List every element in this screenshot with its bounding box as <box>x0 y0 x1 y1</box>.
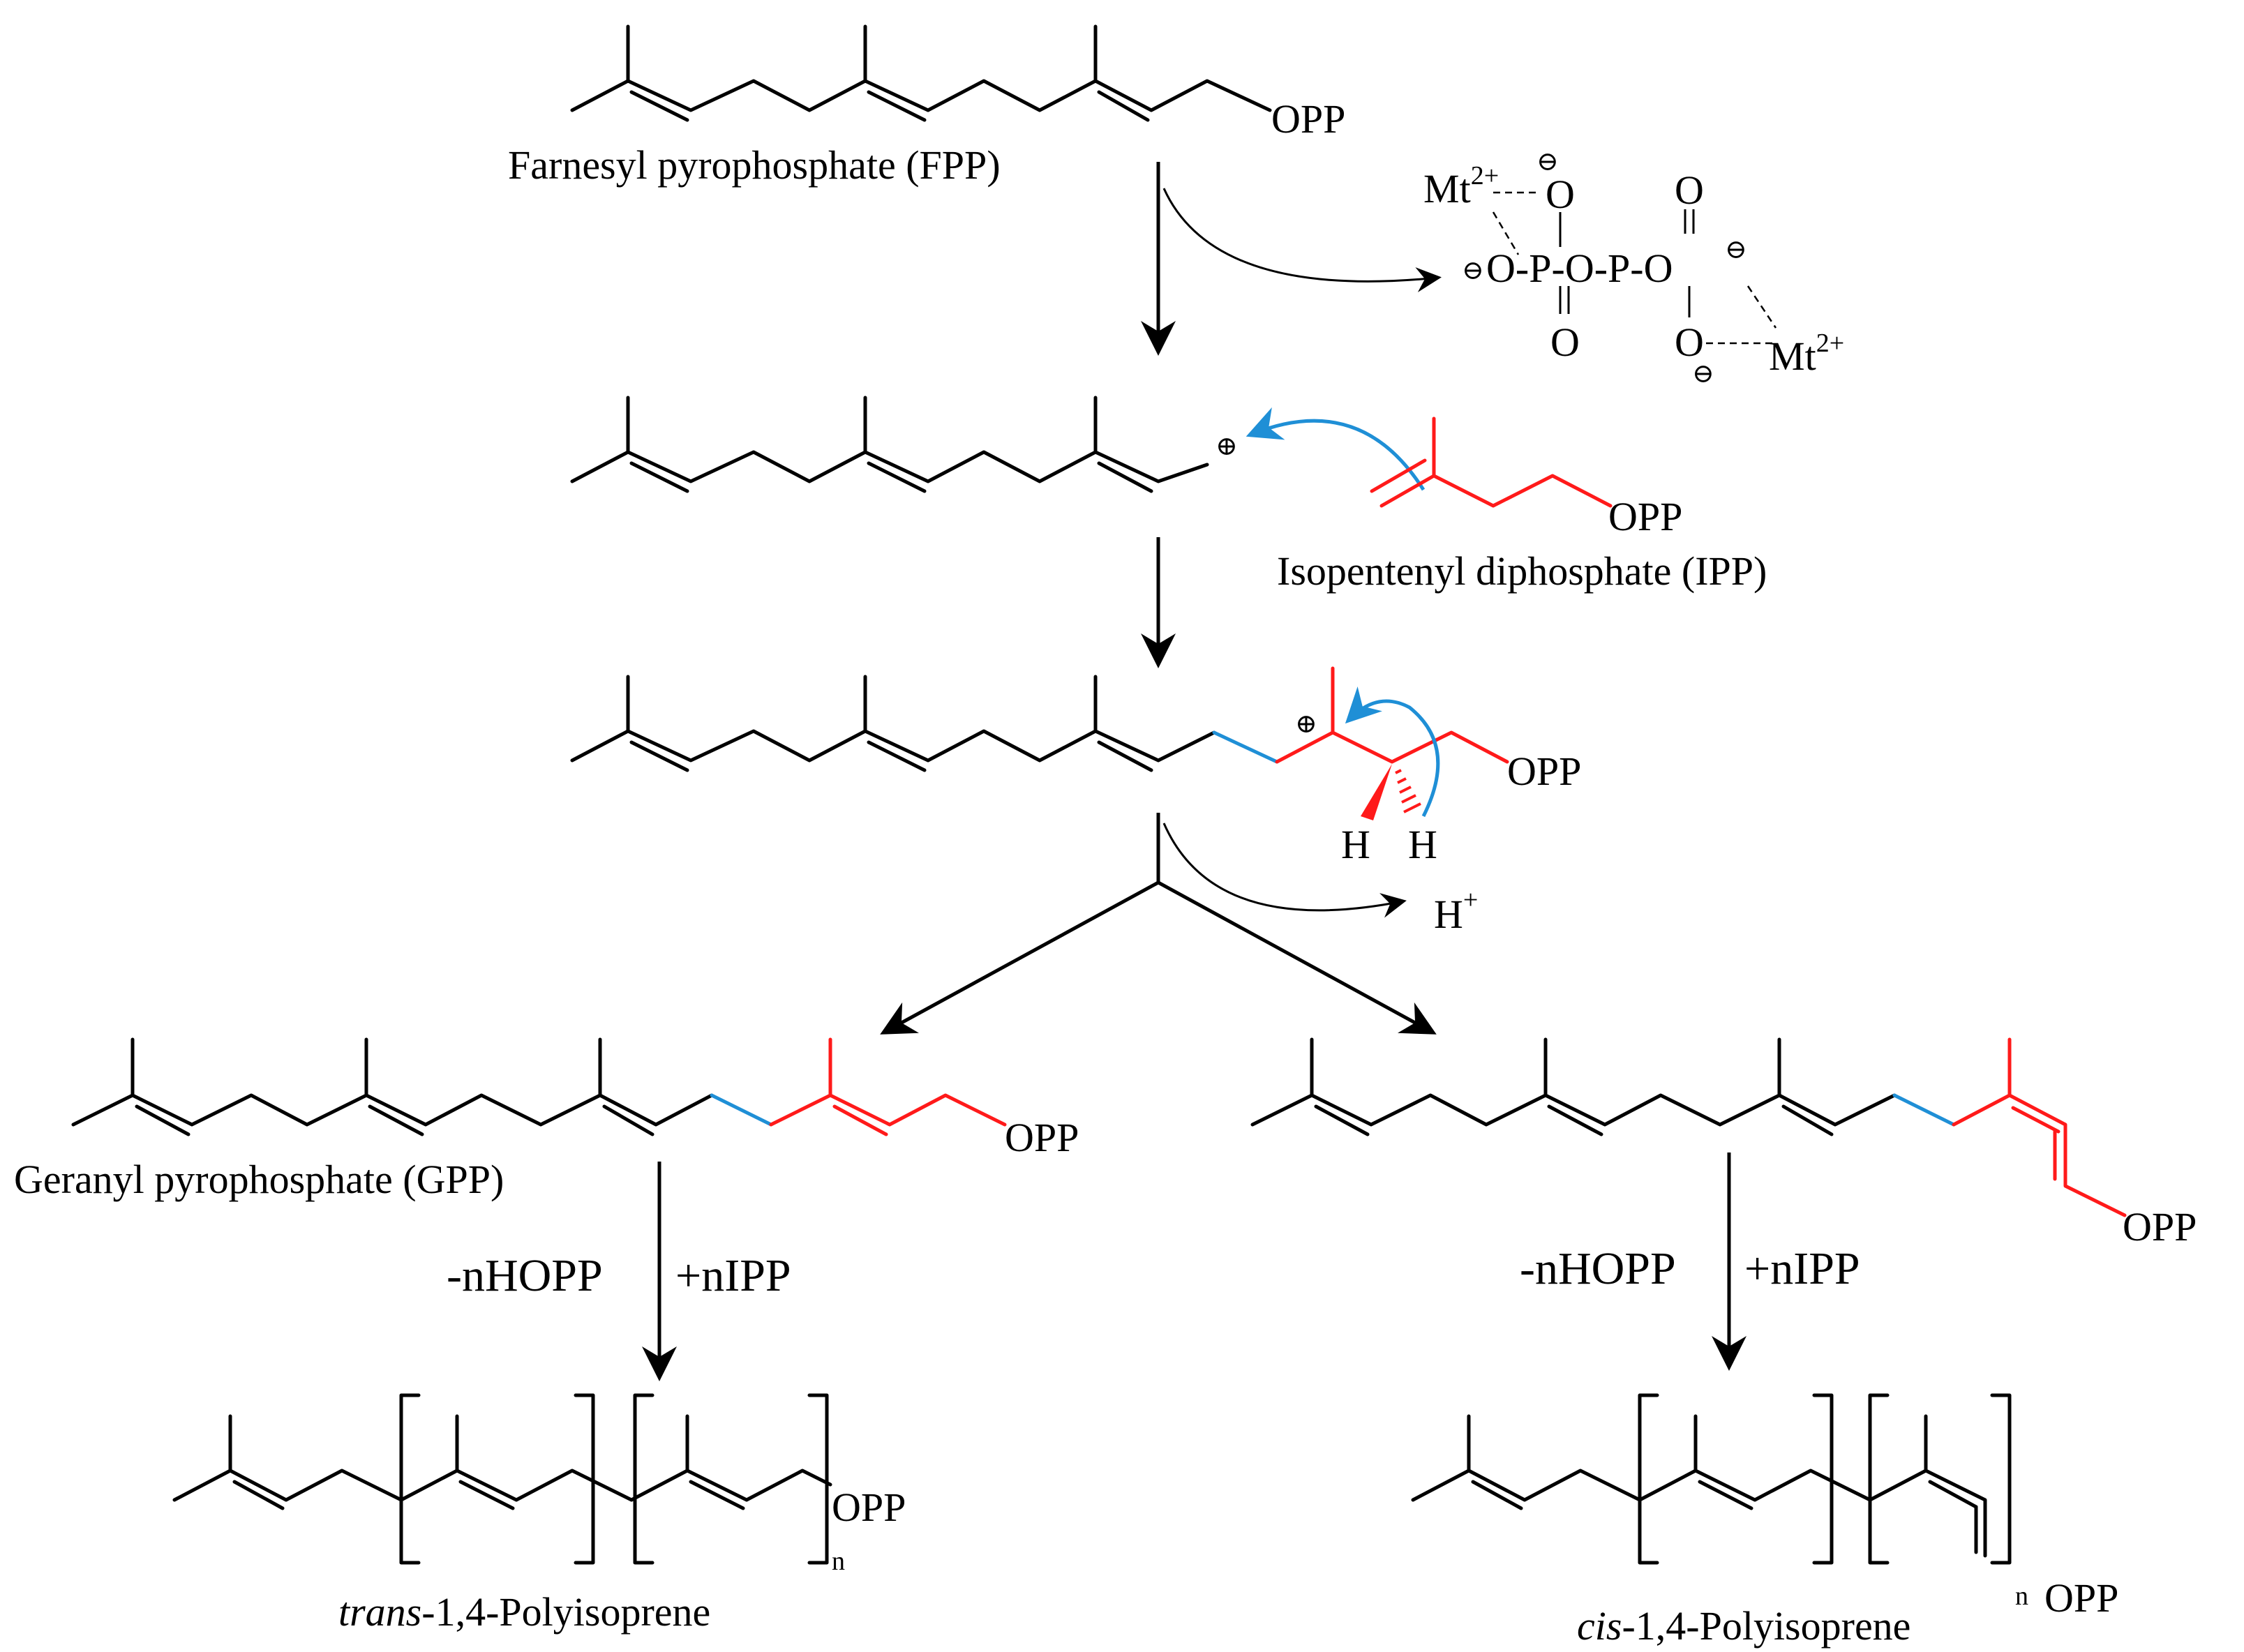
fpp-structure: OPP Farnesyl pyrophosphate (FPP) <box>508 24 1345 188</box>
gpp-structure: OPP Geranyl pyrophosphate (GPP) <box>14 1037 1079 1202</box>
arrow-branch-cis <box>1157 880 1437 1035</box>
pyrophosphate-metal-complex: Mt2+ ⊖ O ⊖ O-P-O-P-O ⊖ O O O ⊖ Mt2+ <box>1423 147 1844 389</box>
fpp-label: Farnesyl pyrophosphate (FPP) <box>508 142 1001 188</box>
svg-text:Mt2+: Mt2+ <box>1769 329 1844 379</box>
cis-polymer-opp-group: OPP <box>2044 1575 2118 1621</box>
cis-condition-plus-ipp: +nIPP <box>1744 1243 1860 1294</box>
intermediate-structure: ⊕ OPP H H <box>570 666 1581 867</box>
svg-text:H: H <box>1408 822 1437 867</box>
blue-curved-arrow-ipp-attack <box>1246 407 1426 491</box>
cis-opp-group: OPP <box>2123 1204 2197 1249</box>
svg-text:⊖: ⊖ <box>1536 147 1559 177</box>
trans-polymer-opp-group: OPP <box>832 1485 906 1530</box>
intermediate-plus-charge: ⊕ <box>1295 709 1317 739</box>
svg-text:H: H <box>1341 822 1370 867</box>
ipp-structure: OPP Isopentenyl diphosphate (IPP) <box>1277 416 1767 594</box>
fpp-opp-group: OPP <box>1271 96 1345 142</box>
cis-condition-minus-hopp: -nHOPP <box>1520 1243 1676 1294</box>
svg-text:O: O <box>1675 320 1704 365</box>
svg-text:⊖: ⊖ <box>1462 256 1484 285</box>
cis-isomer-structure: OPP <box>1250 1037 2197 1249</box>
ipp-label: Isopentenyl diphosphate (IPP) <box>1277 548 1767 594</box>
svg-text:O-P-O-P-O: O-P-O-P-O <box>1486 246 1673 291</box>
trans-condition-minus-hopp: -nHOPP <box>447 1250 603 1301</box>
proton-product: H+ <box>1434 885 1478 937</box>
cis-polyisoprene-structure: n OPP cis-1,4-Polyisoprene <box>1411 1393 2118 1649</box>
trans-condition-plus-ipp: +nIPP <box>675 1250 791 1301</box>
gpp-opp-group: OPP <box>1005 1115 1079 1160</box>
svg-text:O: O <box>1546 172 1575 217</box>
svg-text:n: n <box>2015 1582 2028 1611</box>
trans-polyisoprene-label: trans-1,4-Polyisoprene <box>338 1589 710 1635</box>
trans-polyisoprene-structure: n OPP trans-1,4-Polyisoprene <box>172 1393 906 1635</box>
svg-text:⊖: ⊖ <box>1692 359 1714 389</box>
arrow-branch-trans <box>880 880 1160 1035</box>
blue-curved-arrow-deprotonation <box>1345 686 1440 818</box>
intermediate-opp-group: OPP <box>1507 749 1581 794</box>
svg-text:Mt2+: Mt2+ <box>1423 161 1499 211</box>
cis-polyisoprene-label: cis-1,4-Polyisoprene <box>1577 1603 1910 1649</box>
gpp-label: Geranyl pyrophosphate (GPP) <box>14 1157 504 1202</box>
ipp-opp-group: OPP <box>1608 494 1682 539</box>
svg-text:O: O <box>1675 167 1704 213</box>
farnesyl-cation-structure: ⊕ <box>570 396 1238 493</box>
cation-plus-charge: ⊕ <box>1216 432 1238 461</box>
svg-text:O: O <box>1550 320 1580 365</box>
svg-text:n: n <box>832 1547 845 1576</box>
svg-text:⊖: ⊖ <box>1725 235 1747 264</box>
curved-arrow-proton-loss <box>1162 823 1407 918</box>
curved-arrow-opp-leaving <box>1162 188 1442 292</box>
